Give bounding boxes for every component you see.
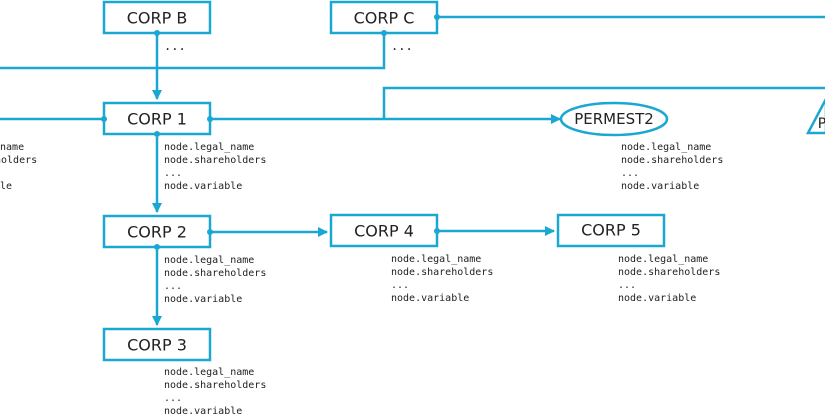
attr-variable: node.variable [164,406,242,417]
attr-dots: ... [618,280,636,291]
connector-dot [434,228,440,234]
attr-legal-name: node.legal_name [164,367,254,378]
attr-legal-name: node.legal_name [164,255,254,266]
connector-dot [434,14,440,20]
corp-1-label: CORP 1 [127,110,187,129]
attr-dots: ... [621,168,639,179]
permest2-label: PERMEST2 [574,110,654,128]
attr-shareholders: node.shareholders [618,267,720,278]
connector-dot [207,116,213,122]
corp-1-attributes: node.legal_name node.shareholders ... no… [164,142,266,192]
attr-legal-name-partial: _name [0,142,24,153]
connector-dot [101,116,107,122]
connector-dot [154,244,160,250]
corp-4-label: CORP 4 [354,222,414,241]
attr-shareholders: node.shareholders [164,380,266,391]
attr-variable: node.variable [391,293,469,304]
attr-dots: ... [164,168,182,179]
corp-2-attributes: node.legal_name node.shareholders ... no… [164,255,266,305]
attr-variable: node.variable [621,181,699,192]
connector-dot [154,131,160,137]
corp-4-node-box[interactable] [329,213,439,248]
attr-variable-partial: ble [0,181,12,192]
attr-shareholders: node.shareholders [621,155,723,166]
edge-corp1-offscreen [382,86,825,119]
permest2-node-ellipse[interactable] [559,101,669,137]
corp-c-ellipsis: ... [391,39,413,53]
attr-shareholders: node.shareholders [164,155,266,166]
corp-3-attributes: node.legal_name node.shareholders ... no… [164,367,266,417]
attr-shareholders: node.shareholders [164,268,266,279]
corp-5-label: CORP 5 [581,221,641,240]
edge-corpc-corp1 [0,34,386,70]
left-partial-attributes: _name holders ble [0,142,37,192]
partial-triangle-label: P [818,116,825,132]
corp-5-attributes: node.legal_name node.shareholders ... no… [618,254,720,304]
corp-3-node-box[interactable] [102,327,212,362]
connector-dot [381,30,387,36]
attr-legal-name: node.legal_name [621,142,711,153]
attr-legal-name: node.legal_name [391,254,481,265]
attr-legal-name: node.legal_name [164,142,254,153]
corp-2-label: CORP 2 [127,223,187,242]
corp-b-ellipsis: ... [164,39,186,53]
connector-dot [154,30,160,36]
partial-triangle-node[interactable] [805,98,825,135]
attr-variable: node.variable [618,293,696,304]
connector-dot [207,229,213,235]
attr-legal-name: node.legal_name [618,254,708,265]
attr-shareholders: node.shareholders [391,267,493,278]
corp-4-attributes: node.legal_name node.shareholders ... no… [391,254,493,304]
attr-dots: ... [391,280,409,291]
corp-5-node-box[interactable] [556,213,666,248]
attr-dots: ... [164,281,182,292]
permest2-attributes: node.legal_name node.shareholders ... no… [621,142,723,192]
corp-3-label: CORP 3 [127,336,187,355]
attr-dots: ... [164,393,182,404]
attr-variable: node.variable [164,181,242,192]
attr-shareholders-partial: holders [0,155,37,166]
corp-c-label: CORP C [354,9,415,28]
attr-variable: node.variable [164,294,242,305]
corp-b-node-box[interactable] [102,0,212,35]
corp-b-label: CORP B [127,9,188,28]
